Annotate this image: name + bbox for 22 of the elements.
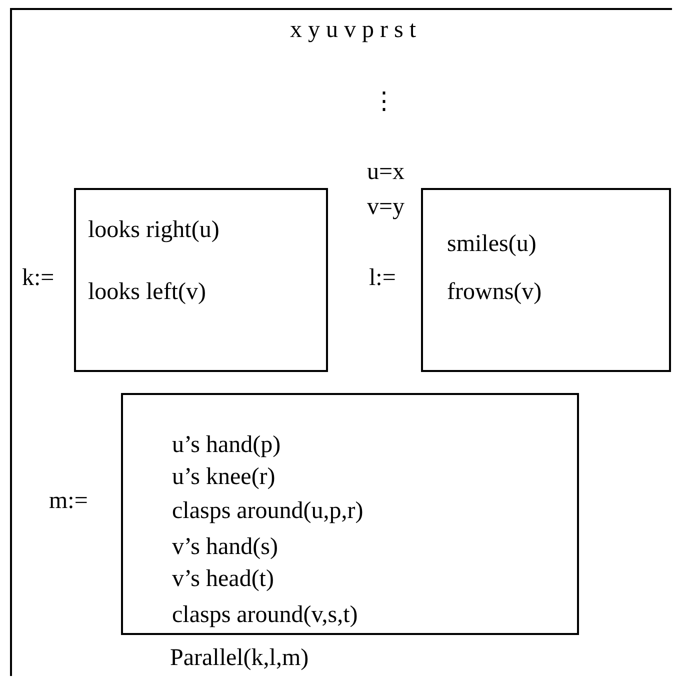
condition-text: v’s hand(s) <box>172 535 278 559</box>
condition-text: clasps around(v,s,t) <box>172 603 358 627</box>
condition-text: smiles(u) <box>447 232 536 256</box>
condition-text: Parallel(k,l,m) <box>170 646 309 670</box>
equation-text: u=x <box>367 160 405 184</box>
condition-text: u’s hand(p) <box>172 433 281 457</box>
variable-label: l:= <box>369 266 396 290</box>
ellipsis-dots: ⋮ <box>372 90 396 114</box>
condition-text: u’s knee(r) <box>172 465 276 489</box>
condition-text: looks left(v) <box>88 280 206 304</box>
condition-text: v’s head(t) <box>172 567 274 591</box>
drs-box <box>121 393 579 635</box>
condition-text: frowns(v) <box>447 280 542 304</box>
condition-text: looks right(u) <box>88 218 220 242</box>
variable-label: m:= <box>49 489 88 513</box>
equation-text: v=y <box>367 195 405 219</box>
variable-label: k:= <box>22 266 54 290</box>
condition-text: clasps around(u,p,r) <box>172 499 364 523</box>
discourse-referents: x y u v p r s t <box>289 18 417 42</box>
drs-box <box>74 188 328 372</box>
drs-frame <box>10 8 672 676</box>
drs-box <box>421 188 671 372</box>
